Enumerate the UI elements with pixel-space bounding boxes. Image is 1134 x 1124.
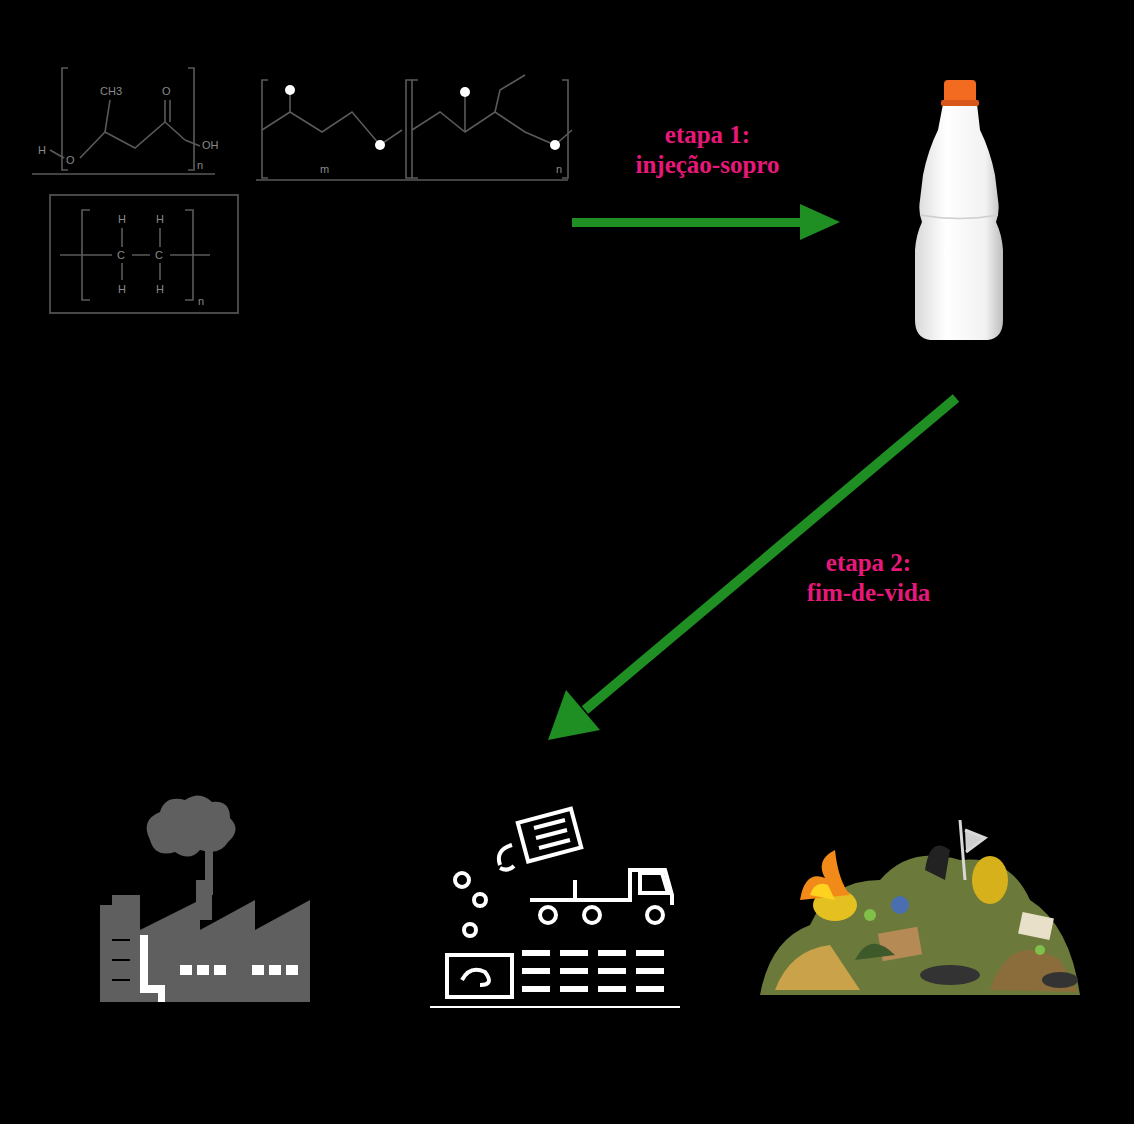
pe-structure	[50, 195, 238, 313]
factory-icon	[100, 795, 310, 1002]
bottle	[915, 80, 1003, 340]
factory-windows	[180, 965, 298, 975]
step-label: etapa 2: fim-de-vida	[805, 548, 932, 608]
garbage-pile-icon	[760, 820, 1080, 995]
phb-structure	[32, 68, 215, 174]
atom-label: H	[156, 214, 164, 225]
atom-label: OH	[202, 140, 219, 151]
process-arrow	[548, 398, 956, 740]
oxygen-dots	[285, 85, 560, 150]
process-arrow	[572, 204, 840, 240]
recycling-bars	[430, 950, 680, 1008]
atom-label: H	[118, 284, 126, 295]
recycling-truck-icon	[447, 809, 672, 997]
atom-label: O	[162, 86, 171, 97]
factory-detail	[140, 935, 298, 1002]
atom-label: O	[66, 155, 75, 166]
subscript-label: n	[556, 164, 562, 175]
step-label: etapa 1: injeção-sopro	[634, 120, 781, 180]
atom-label: C	[117, 250, 125, 261]
atom-label: C	[155, 250, 163, 261]
copolymer-structure	[256, 75, 572, 180]
atom-label: H	[118, 214, 126, 225]
subscript-label: n	[198, 296, 204, 307]
atom-label: CH3	[100, 86, 122, 97]
atom-label: H	[38, 145, 46, 156]
subscript-label: m	[320, 164, 329, 175]
atom-label: H	[156, 284, 164, 295]
subscript-label: n	[197, 160, 203, 171]
factory-lines	[112, 940, 130, 980]
